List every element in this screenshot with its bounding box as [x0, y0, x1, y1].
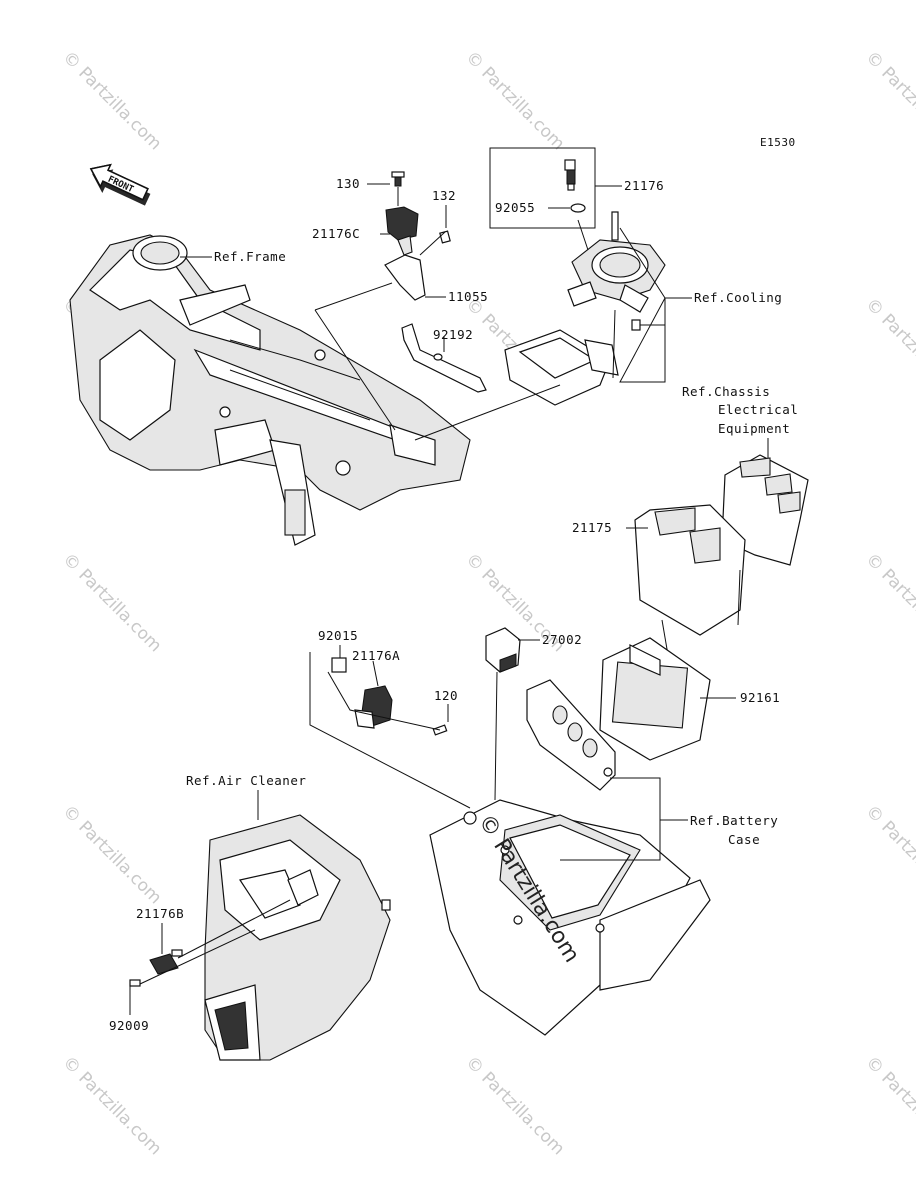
callout-27002: 27002 — [542, 632, 582, 647]
callout-21176a: 21176A — [352, 648, 400, 663]
hose-92192 — [401, 323, 487, 393]
callout-ref-battery-line2: Case — [728, 832, 760, 847]
air-cleaner-housing — [204, 814, 391, 1061]
watermark: © Partzilla.com — [861, 801, 916, 908]
callout-11055: 11055 — [448, 289, 488, 304]
diagram-code: E1530 — [760, 136, 796, 149]
callout-92161: 92161 — [740, 690, 780, 705]
callout-92015: 92015 — [318, 628, 358, 643]
thermostat-housing — [567, 211, 666, 331]
watermark: © Partzilla.com — [861, 294, 916, 401]
battery-case — [429, 799, 711, 1036]
callout-ref-cooling: Ref.Cooling — [694, 290, 782, 305]
watermark: © Partzilla.com — [58, 801, 165, 908]
callout-ref-chassis-line2: Electrical — [718, 402, 798, 417]
callout-92192: 92192 — [433, 327, 473, 342]
ecu-bracket-92161 — [599, 637, 711, 761]
relay-27002 — [485, 627, 521, 673]
callout-21176c: 21176C — [312, 226, 360, 241]
bracket-cooling — [504, 309, 619, 406]
callout-92055: 92055 — [495, 200, 535, 215]
watermark: © Partzilla.com — [461, 1052, 568, 1159]
callout-120: 120 — [434, 688, 458, 703]
front-arrow-icon: FRONT — [89, 163, 151, 206]
callout-21175: 21175 — [572, 520, 612, 535]
watermark: © Partzilla.com — [58, 549, 165, 656]
callout-92009: 92009 — [109, 1018, 149, 1033]
watermark: © Partzilla.com — [861, 1052, 916, 1159]
callout-130: 130 — [336, 176, 360, 191]
watermark: © Partzilla.com — [58, 47, 165, 154]
callout-21176b: 21176B — [136, 906, 184, 921]
callout-21176: 21176 — [624, 178, 664, 193]
callout-132: 132 — [432, 188, 456, 203]
sensor-21176c — [384, 171, 451, 301]
frame-illustration — [69, 234, 471, 546]
sensor-21176 — [564, 159, 586, 213]
callout-ref-chassis-line3: Equipment — [718, 421, 790, 436]
watermark: © Partzilla.com — [861, 549, 916, 656]
callout-ref-air-cleaner: Ref.Air Cleaner — [186, 773, 306, 788]
ecu-21175 — [634, 504, 746, 636]
sensor-21176a — [331, 657, 448, 736]
callout-ref-battery-line1: Ref.Battery — [690, 813, 778, 828]
mount-bracket — [526, 679, 616, 791]
watermark: © Partzilla.com — [861, 47, 916, 154]
watermark: © Partzilla.com — [58, 1052, 165, 1159]
callout-ref-frame: Ref.Frame — [214, 249, 286, 264]
watermark: © Partzilla.com — [461, 47, 568, 154]
callout-ref-chassis-line1: Ref.Chassis — [682, 384, 770, 399]
